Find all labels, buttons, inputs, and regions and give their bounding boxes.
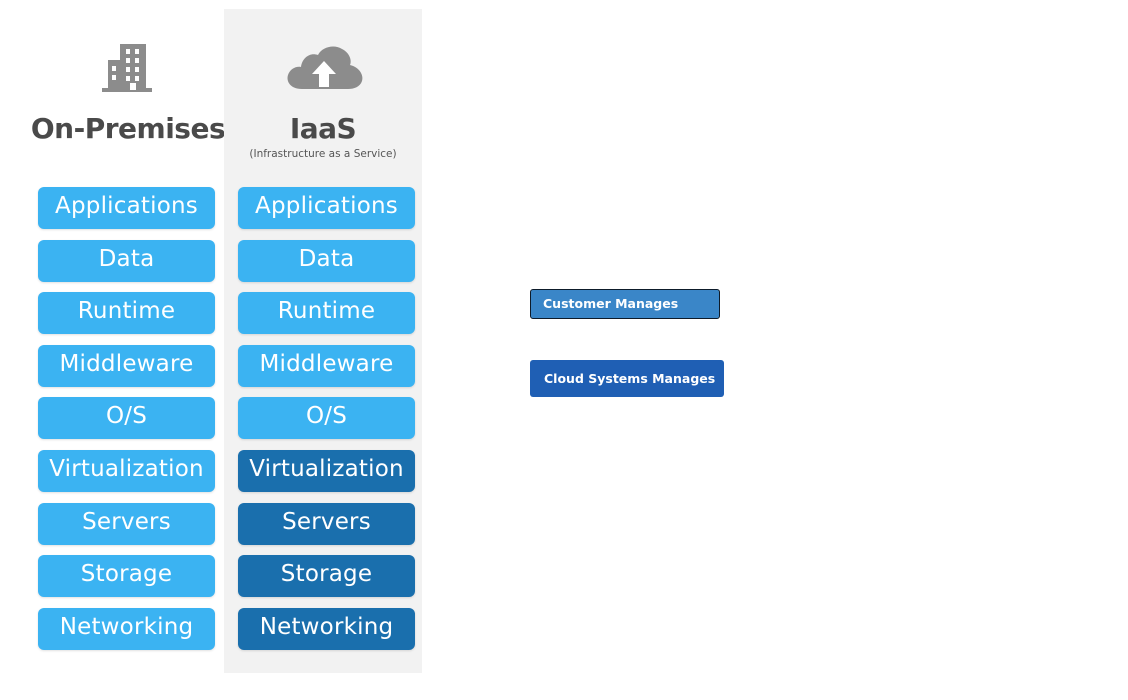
layer-storage: Storage bbox=[238, 555, 415, 598]
layer-o-s: O/S bbox=[238, 397, 415, 440]
layer-storage: Storage bbox=[38, 555, 215, 598]
column-title: IaaS bbox=[289, 112, 357, 145]
iaas-column: IaaS (Infrastructure as a Service) Appli… bbox=[224, 9, 422, 673]
column-subtitle: (Infrastructure as a Service) bbox=[249, 148, 397, 160]
layer-servers: Servers bbox=[38, 502, 215, 545]
layer-data: Data bbox=[38, 239, 215, 282]
column-title: On-Premises bbox=[30, 112, 226, 145]
legend-customer-manages: Customer Manages bbox=[530, 289, 720, 319]
layer-o-s: O/S bbox=[38, 397, 215, 440]
legend-cloud-systems-manages: Cloud Systems Manages bbox=[530, 360, 724, 397]
cloud-upload-icon bbox=[287, 46, 363, 89]
layer-servers: Servers bbox=[238, 502, 415, 545]
layer-applications: Applications bbox=[238, 187, 415, 229]
layer-runtime: Runtime bbox=[38, 292, 215, 335]
layer-networking: Networking bbox=[238, 607, 415, 650]
layer-networking: Networking bbox=[38, 607, 215, 650]
layer-middleware: Middleware bbox=[238, 344, 415, 387]
layer-virtualization: Virtualization bbox=[38, 450, 215, 492]
layer-middleware: Middleware bbox=[38, 344, 215, 387]
building-icon bbox=[102, 44, 152, 92]
layer-virtualization: Virtualization bbox=[238, 450, 415, 492]
layer-data: Data bbox=[238, 239, 415, 282]
layer-applications: Applications bbox=[38, 187, 215, 229]
layer-runtime: Runtime bbox=[238, 292, 415, 335]
